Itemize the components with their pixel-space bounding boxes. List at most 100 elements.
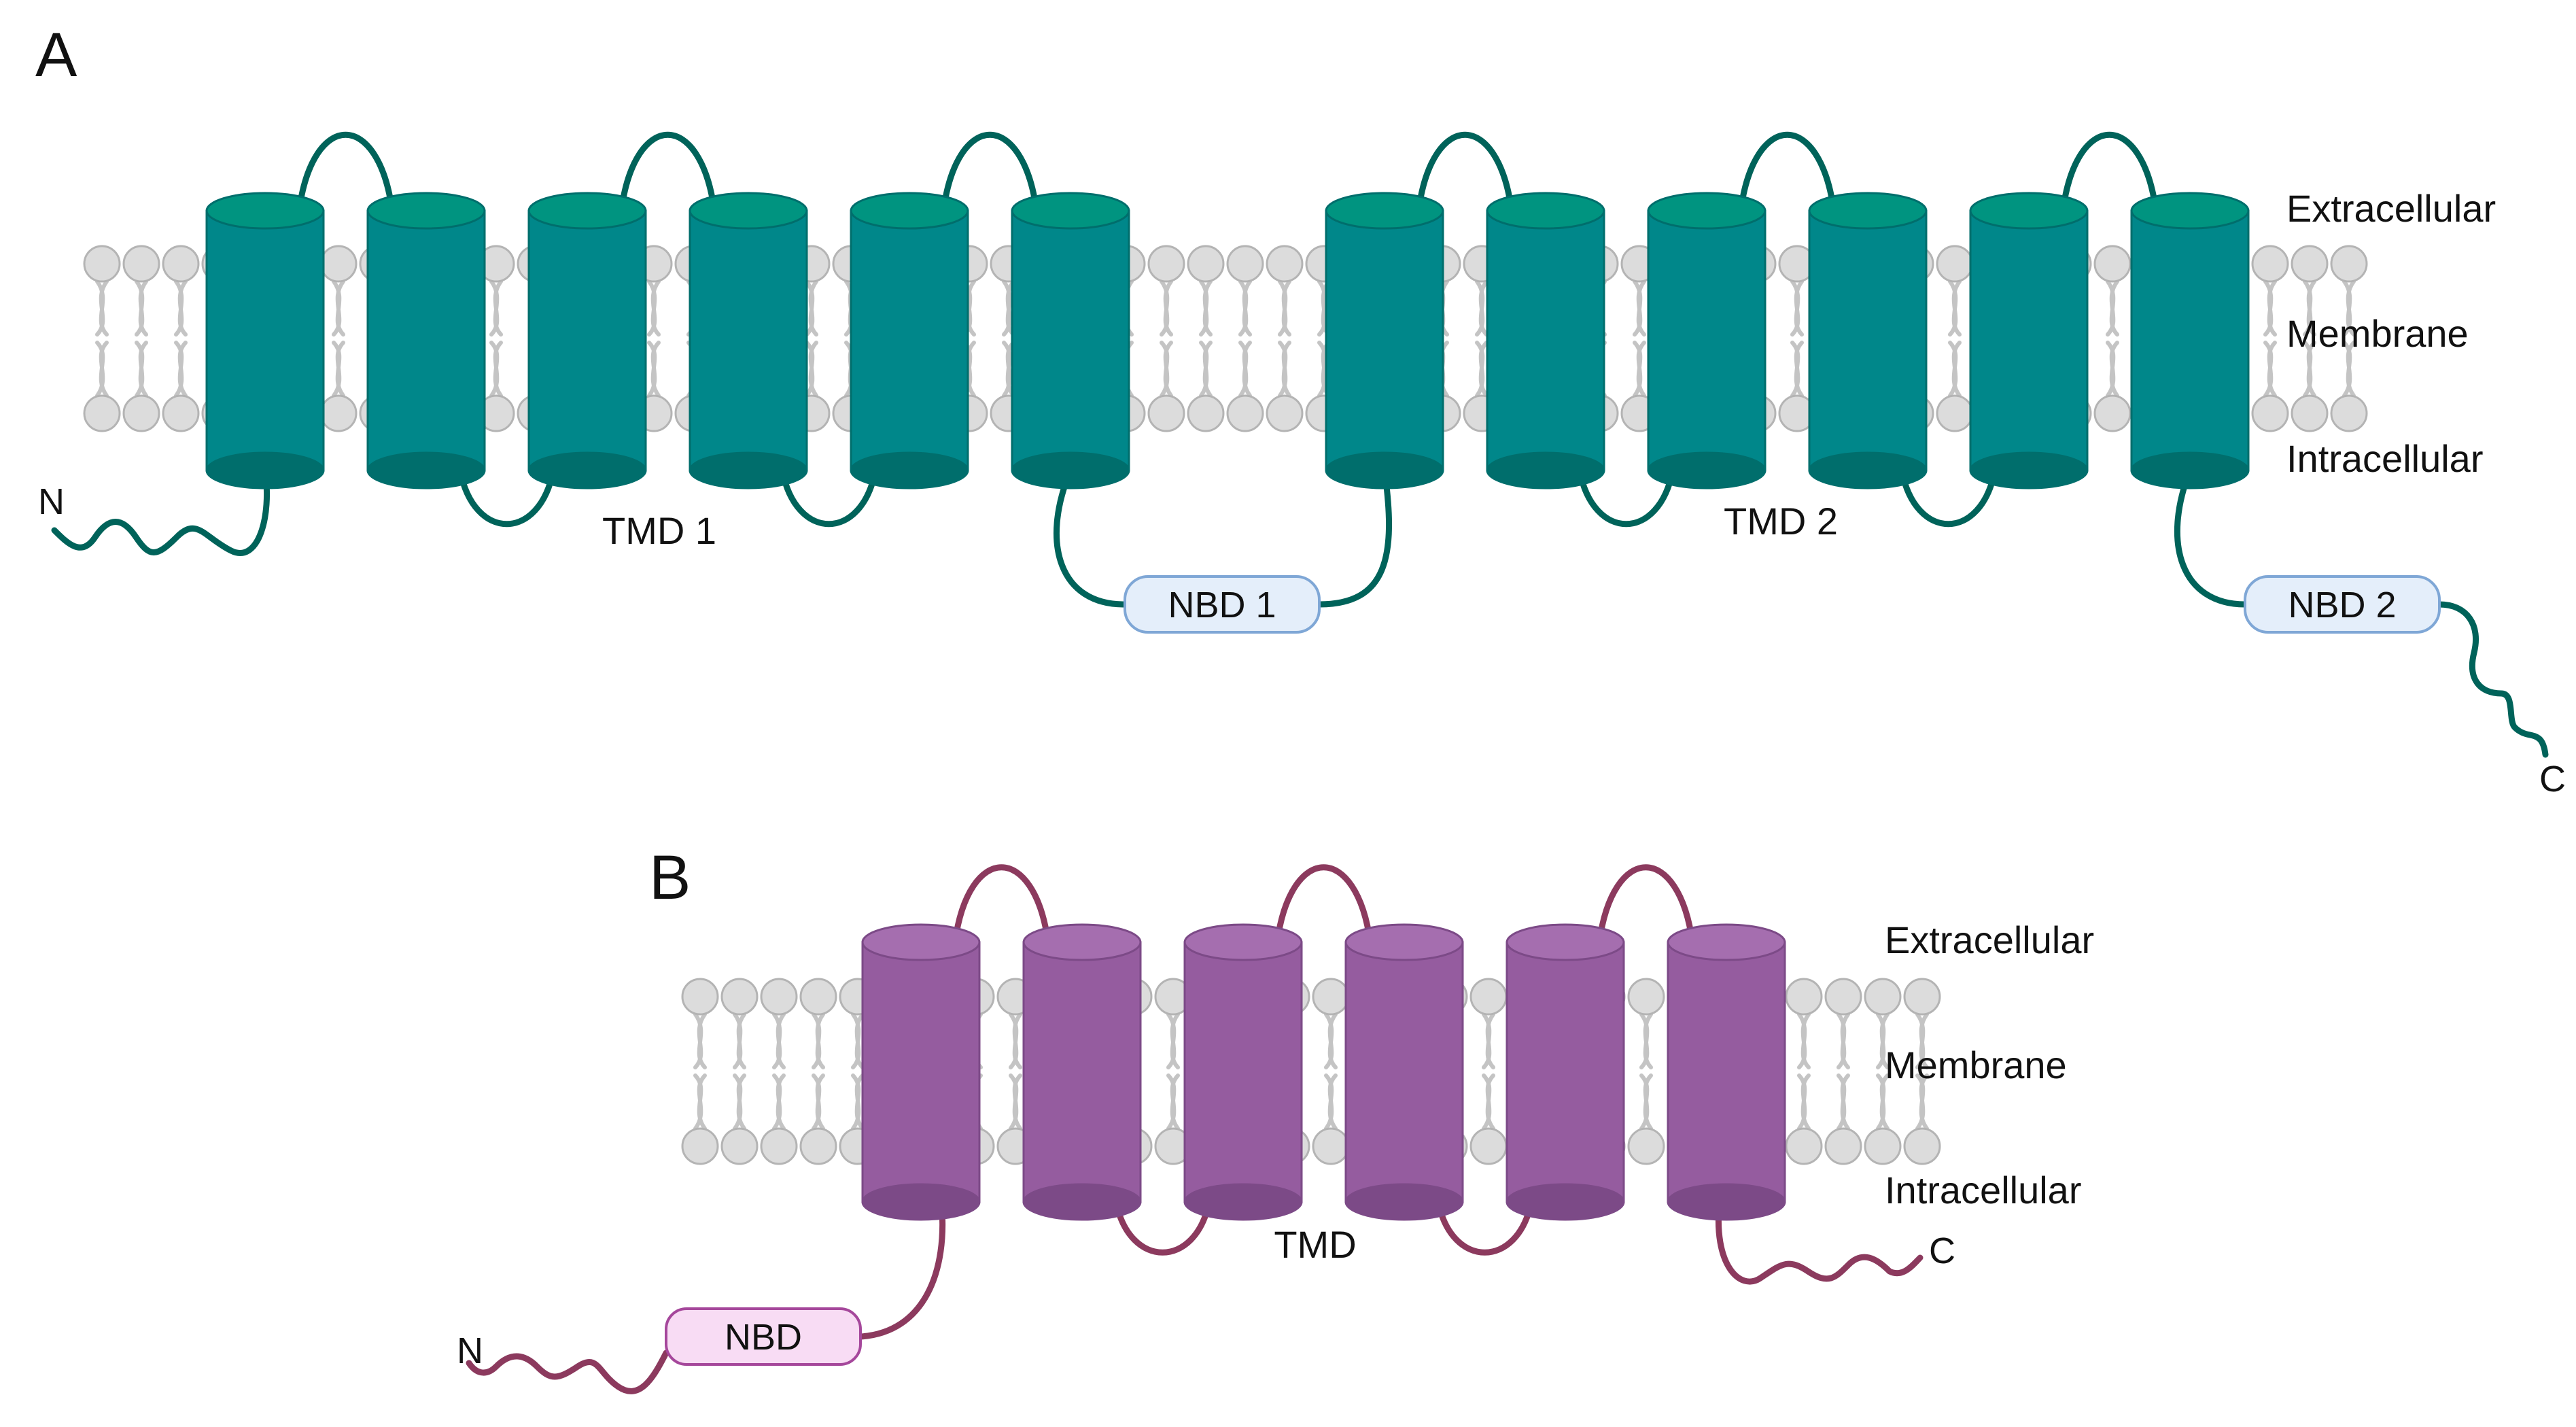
lipid-head: [1187, 245, 1225, 283]
lipid-tail: [1633, 279, 1646, 337]
lipid-tail: [1199, 341, 1213, 398]
tmd2-label: TMD 2: [1724, 500, 1838, 543]
extracellular-loop: [296, 131, 396, 214]
lipid-tail: [1238, 341, 1252, 398]
lipid-tail: [489, 279, 503, 337]
lipid-tail: [647, 341, 661, 398]
lipid-tail: [1948, 279, 1962, 337]
lipid-tail: [1166, 1073, 1180, 1131]
lipid-tail: [1639, 1073, 1653, 1131]
panel-a: A NBD 1 NBD 2 Extracellular Membrane Int…: [35, 20, 2566, 800]
helix-cylinder-bottom: [850, 451, 969, 489]
helix-cylinder-body: [205, 209, 325, 472]
nbd1-domain: NBD 1: [1124, 575, 1321, 634]
tmd-label-b: TMD: [1274, 1223, 1356, 1266]
lipid-tail: [1482, 1012, 1495, 1069]
lipid-tail: [693, 1012, 707, 1069]
helix-cylinder-bottom: [366, 451, 486, 489]
lipid-tail: [1797, 1012, 1811, 1069]
helix-cylinder-body: [1808, 209, 1928, 472]
lipid-tail: [1009, 1012, 1022, 1069]
extracellular-label-a: Extracellular: [2286, 187, 2496, 230]
helix-cylinder-top: [1505, 923, 1625, 961]
lipid-tail: [174, 279, 188, 337]
lipid-tail: [1475, 341, 1489, 398]
nbd2-box: [2244, 575, 2441, 634]
helix-cylinder-bottom: [1808, 451, 1928, 489]
helix-cylinder-body: [1325, 209, 1444, 472]
lipid-head: [720, 1127, 759, 1165]
helix-cylinder-top: [1667, 923, 1786, 961]
helix-cylinder-top: [1325, 192, 1444, 230]
lipid-tail: [1324, 1012, 1338, 1069]
lipid-tail: [812, 1073, 825, 1131]
c-terminus-label-b: C: [1929, 1231, 1955, 1271]
lipid-head: [1824, 1127, 1862, 1165]
helix-cylinder-top: [1647, 192, 1766, 230]
helix-cylinder-bottom: [861, 1183, 981, 1221]
lipid-tail: [2342, 341, 2356, 398]
lipid-tail: [1639, 1012, 1653, 1069]
lipid-tail: [2342, 279, 2356, 337]
lipid-tail: [851, 1012, 865, 1069]
lipid-tail: [95, 279, 109, 337]
helix-cylinder-body: [1969, 209, 2089, 472]
lipid-tail: [1790, 341, 1804, 398]
helix-cylinder-top: [366, 192, 486, 230]
helix-cylinder-top: [1022, 923, 1142, 961]
linker-to-nbd2: [2174, 467, 2248, 608]
helix-cylinder-bottom: [2130, 451, 2250, 489]
lipid-tail: [812, 1012, 825, 1069]
lipid-tail: [1160, 341, 1173, 398]
lipid-tail: [2263, 341, 2277, 398]
helix-cylinder-body: [861, 941, 981, 1203]
helix-cylinder-body: [1667, 941, 1786, 1203]
helix-cylinder-body: [850, 209, 969, 472]
lipid-head: [122, 245, 160, 283]
helix-cylinder-bottom: [689, 451, 808, 489]
lipid-tail: [1876, 1073, 1890, 1131]
intracellular-loop: [1435, 1199, 1535, 1256]
helix-cylinder-top: [2130, 192, 2250, 230]
helix-cylinder-top: [1011, 192, 1130, 230]
lipid-tail: [2303, 279, 2316, 337]
linker-from-nbd1: [1316, 467, 1393, 608]
lipid-head: [799, 978, 837, 1016]
helix-cylinder-bottom: [205, 451, 325, 489]
helix-cylinder-top: [1486, 192, 1605, 230]
lipid-tail: [1482, 1073, 1495, 1131]
lipid-tail: [805, 341, 818, 398]
lipid-tail: [2106, 279, 2119, 337]
lipid-head: [720, 978, 759, 1016]
lipid-head: [319, 394, 358, 432]
helix-cylinder-top: [205, 192, 325, 230]
linker-to-nbd1: [1054, 467, 1128, 608]
lipid-head: [122, 394, 160, 432]
lipid-tail: [95, 341, 109, 398]
extracellular-label-b: Extracellular: [1885, 918, 2094, 961]
helix-cylinder-body: [1486, 209, 1605, 472]
lipid-tail: [489, 341, 503, 398]
lipid-tail: [2263, 279, 2277, 337]
helix-cylinder-top: [1344, 923, 1464, 961]
lipid-head: [1147, 245, 1185, 283]
c-terminus-label-a: C: [2539, 759, 2566, 800]
nbd-label-b: NBD: [725, 1317, 802, 1358]
helix-cylinder-bottom: [1969, 451, 2089, 489]
helix-cylinder-top: [1969, 192, 2089, 230]
lipid-head: [2291, 394, 2329, 432]
tmd-helices-a: [205, 192, 2250, 489]
lipid-tail: [1948, 341, 1962, 398]
tmd1-label: TMD 1: [602, 509, 716, 552]
extracellular-loop: [618, 131, 718, 214]
lipid-head: [1785, 978, 1823, 1016]
lipid-tail: [1238, 279, 1252, 337]
lipid-tail: [1278, 279, 1291, 337]
lipid-head: [1266, 245, 1304, 283]
lipid-tail: [332, 279, 345, 337]
lipid-head: [681, 1127, 719, 1165]
lipid-tail: [1199, 279, 1213, 337]
lipid-tail: [1475, 279, 1489, 337]
helix-cylinder-bottom: [1011, 451, 1130, 489]
